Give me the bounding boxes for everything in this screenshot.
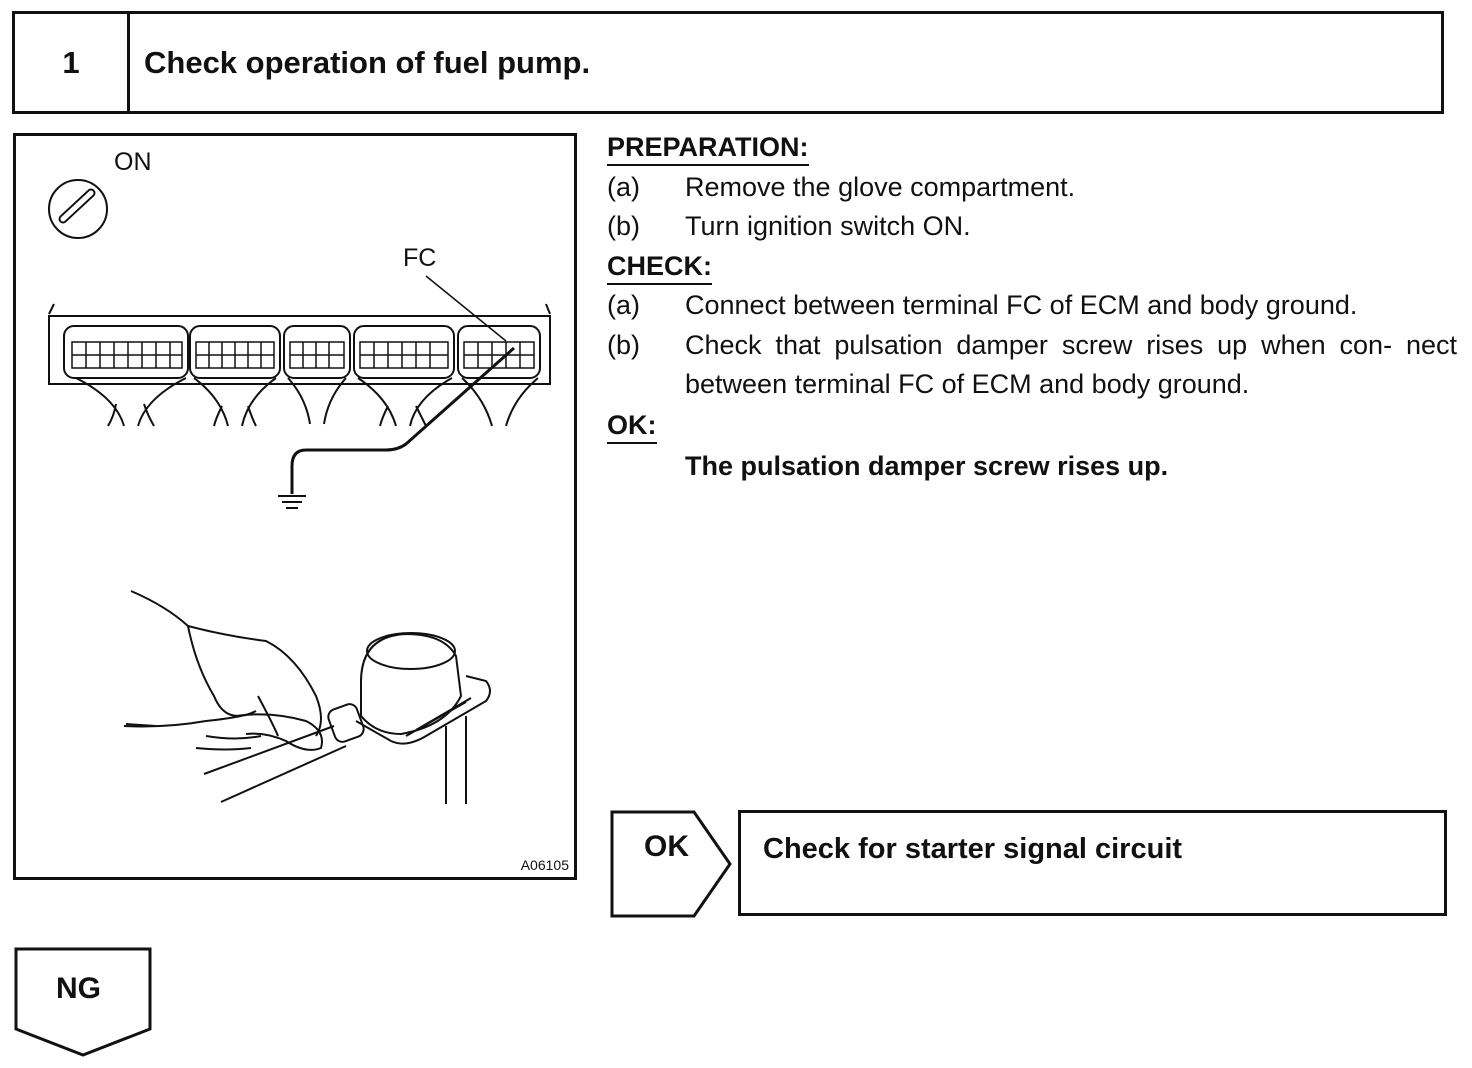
figure-code: A06105 (520, 857, 569, 873)
step-number: 1 (15, 14, 130, 111)
on-label: ON (114, 148, 152, 176)
pulsation-damper-icon (203, 632, 491, 804)
fc-terminal-label: FC (403, 244, 437, 272)
item-text: Turn ignition switch ON. (685, 211, 971, 241)
check-heading: CHECK: (607, 250, 712, 285)
item-label: (a) (607, 171, 640, 202)
step-title: Check operation of fuel pump. (144, 44, 591, 80)
ecm-connector-icon (48, 303, 551, 427)
list-item: (b) Check that pulsation damper screw ri… (607, 326, 1457, 405)
ng-arrow-tab (14, 947, 152, 1057)
ok-label: OK (644, 830, 689, 863)
ok-action-text: Check for starter signal circuit (763, 833, 1183, 865)
list-item: (a) Connect between terminal FC of ECM a… (607, 286, 1457, 326)
preparation-heading: PREPARATION: (607, 131, 809, 166)
ok-arrow-tab (610, 810, 732, 918)
ok-heading: OK: (607, 409, 657, 444)
illustration-panel: ON FC A06105 (13, 133, 577, 880)
ground-icon (278, 346, 515, 509)
item-label: (a) (607, 290, 640, 320)
item-text: Remove the glove compartment. (685, 171, 1076, 202)
list-item: (b) Turn ignition switch ON. (607, 207, 1457, 247)
item-label: (b) (607, 329, 640, 360)
hand-icon (123, 590, 323, 751)
ok-result: The pulsation damper screw rises up. (685, 451, 1169, 481)
ng-label: NG (56, 972, 101, 1005)
ok-action-box: Check for starter signal circuit (738, 810, 1447, 916)
list-item: (a) Remove the glove compartment. (607, 168, 1457, 208)
item-text: Connect between terminal FC of ECM and b… (685, 290, 1358, 320)
ignition-switch-icon (48, 179, 108, 239)
item-text: Check that pulsation damper screw rises … (685, 329, 1457, 400)
item-label: (b) (607, 211, 640, 241)
step-header: 1 Check operation of fuel pump. (12, 11, 1444, 114)
instructions: PREPARATION: (a) Remove the glove compar… (607, 128, 1457, 487)
ecm-connector-illustration (48, 179, 551, 804)
